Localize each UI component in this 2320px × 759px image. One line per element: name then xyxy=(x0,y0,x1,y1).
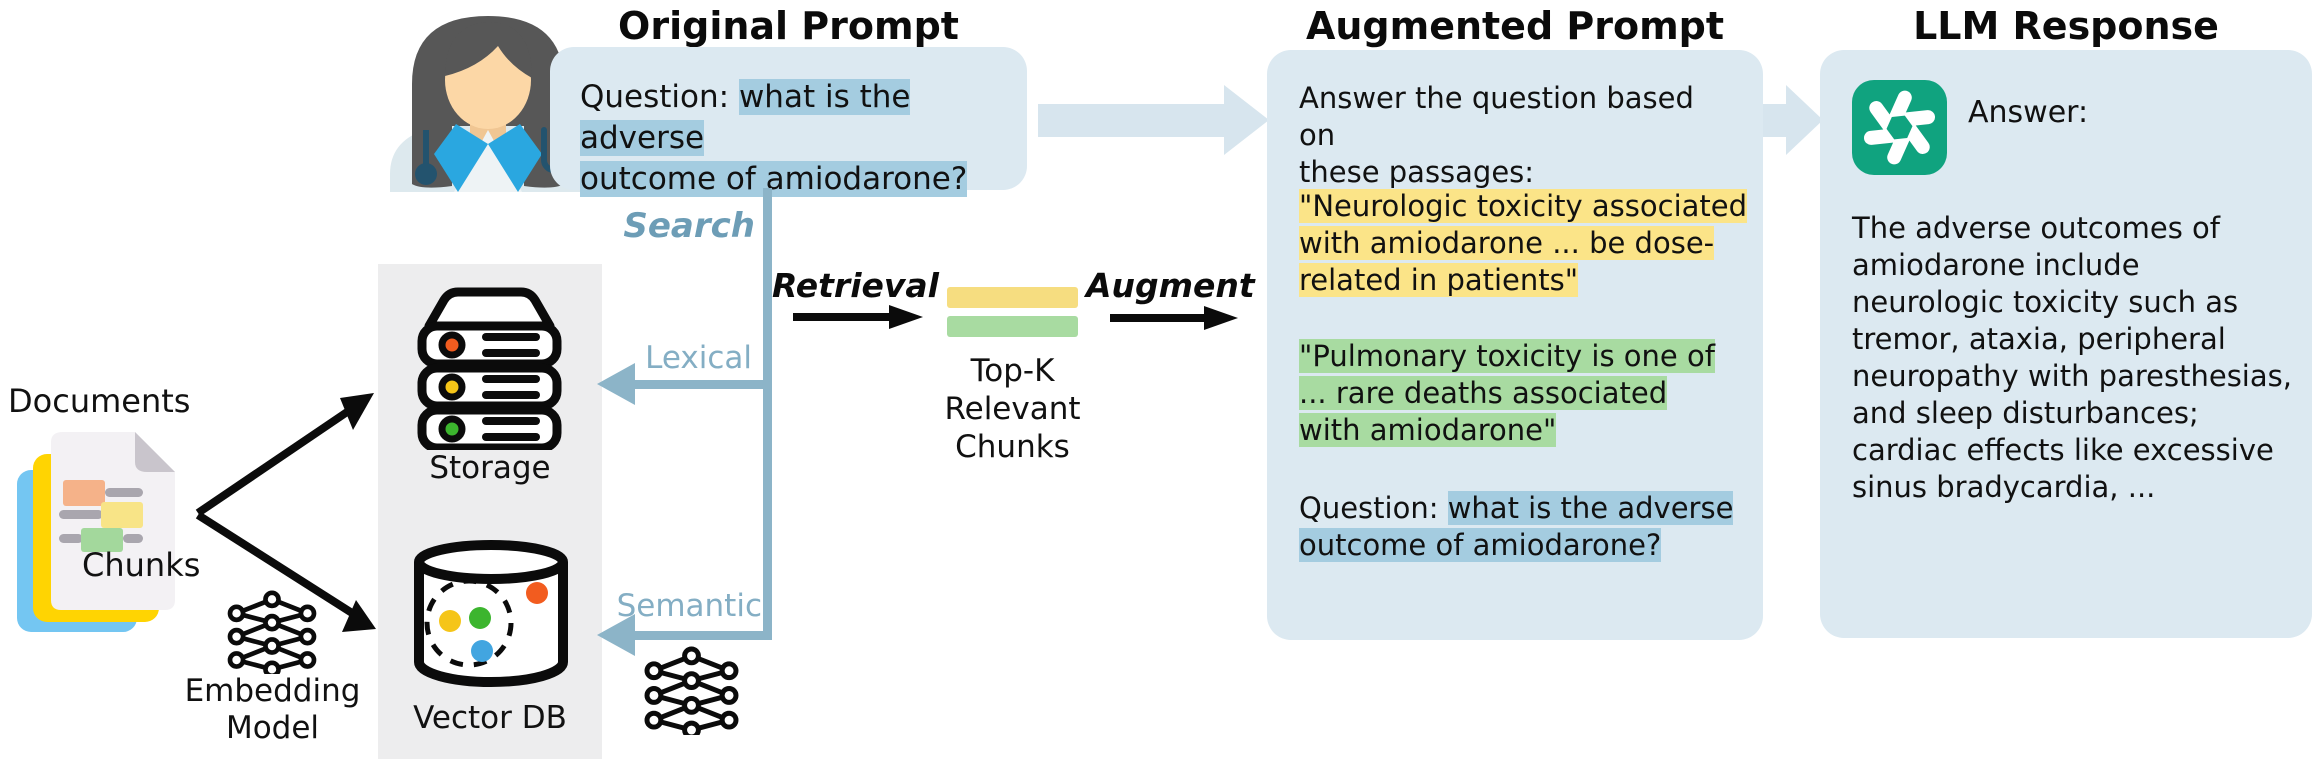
question-prefix: Question: xyxy=(580,79,739,115)
llm-answer-body: The adverse outcomes of amiodarone inclu… xyxy=(1852,211,2292,504)
search-connector-lines xyxy=(597,188,772,656)
documents-label: Documents xyxy=(8,382,191,420)
llm-response-title: LLM Response xyxy=(1913,4,2219,48)
lexical-label: Lexical xyxy=(645,340,752,376)
embedding-neural-network-icon xyxy=(227,590,317,674)
retrieval-label: Retrieval xyxy=(772,266,939,305)
chunks-label: Chunks xyxy=(82,546,201,584)
answer-label: Answer: xyxy=(1968,95,2089,130)
search-label: Search xyxy=(623,206,755,246)
arrow-original-to-augmented-icon xyxy=(1038,85,1269,155)
original-prompt-title: Original Prompt xyxy=(618,4,959,48)
vector-db-label: Vector DB xyxy=(413,700,567,736)
llm-response-box: Answer: The adverse outcomes of amiodaro… xyxy=(1820,50,2312,638)
augmented-prompt-box: Answer the question based on these passa… xyxy=(1267,50,1763,640)
augment-label: Augment xyxy=(1086,266,1255,305)
embedding-model-label: Embedding Model xyxy=(184,673,361,746)
storage-label: Storage xyxy=(429,450,551,486)
augmented-prompt-title: Augmented Prompt xyxy=(1305,4,1725,48)
augmented-passage-yellow: "Neurologic toxicity associated with ami… xyxy=(1299,189,1748,297)
chunk-bar-green xyxy=(947,316,1078,337)
original-prompt-box: Question: what is the adverse outcome of… xyxy=(550,47,1027,197)
semantic-label: Semantic xyxy=(616,588,762,624)
server-stack-icon xyxy=(417,287,562,450)
topk-chunks-label: Top-K Relevant Chunks xyxy=(944,353,1081,465)
chunks-to-stores-arrows xyxy=(195,393,376,632)
arrow-augmented-to-llm-icon xyxy=(1762,85,1823,155)
semantic-neural-network-icon xyxy=(644,646,739,735)
chunk-bar-yellow xyxy=(947,287,1078,308)
augment-arrow-icon xyxy=(1110,306,1238,330)
augmented-passage-green: "Pulmonary toxicity is one of ... rare d… xyxy=(1299,339,1715,447)
augmented-question-prefix: Question: xyxy=(1299,491,1448,525)
augmented-instruction: Answer the question based on these passa… xyxy=(1299,81,1694,189)
openai-logo-icon xyxy=(1852,80,1947,175)
retrieval-arrow-icon xyxy=(793,305,923,329)
vector-db-cylinder-icon xyxy=(414,540,568,687)
documents-stack-icon xyxy=(17,432,175,632)
